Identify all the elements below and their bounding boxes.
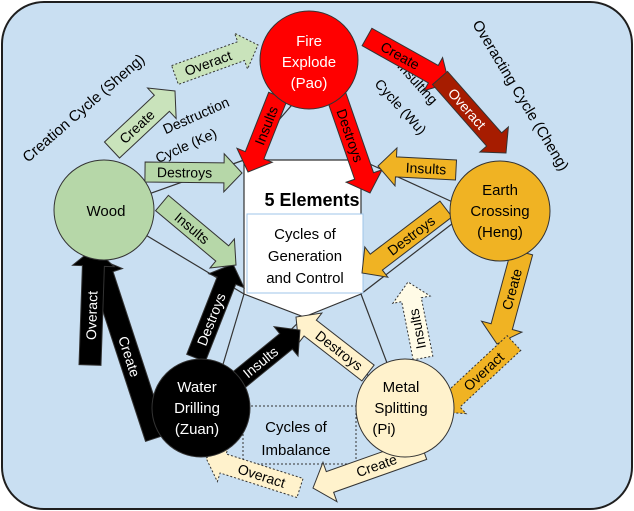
create-arrow-wood-fire-shape — [103, 87, 177, 159]
diagram-title: 5 Elements — [264, 190, 359, 210]
destroys-arrow-metal-shape — [295, 312, 375, 382]
destroys-arrow-wood-shape — [144, 152, 243, 194]
center-note-line: Cycles of — [274, 226, 337, 243]
destroys-arrow-fire-shape — [325, 91, 384, 194]
imbalance-note-line: Cycles of — [265, 419, 328, 436]
metal-label: Splitting — [374, 400, 427, 417]
insults-arrow-earth-label: Insults — [405, 159, 446, 177]
water-label: (Zuan) — [175, 421, 219, 438]
overact-arrow-water-wood-label: Overact — [83, 291, 101, 341]
insults-arrow-water-shape — [227, 325, 301, 392]
earth-label: Earth — [482, 182, 518, 199]
create-arrow-earth-metal-shape — [480, 248, 534, 345]
wood-label: Wood — [87, 203, 126, 220]
metal-circle — [355, 358, 455, 458]
water-label: Drilling — [174, 400, 220, 417]
destroys-arrow-wood: Destroys — [144, 152, 243, 194]
insults-arrow-fire-shape — [235, 91, 288, 173]
insults-arrow-earth-shape — [377, 146, 458, 188]
water-label: Water — [177, 379, 216, 396]
fire-label: (Pao) — [291, 75, 328, 92]
destroys-arrow-earth-shape — [361, 200, 453, 278]
element-wood: Wood — [53, 159, 155, 261]
insults-arrow-metal-shape — [391, 281, 434, 361]
element-metal: Metal Splitting (Pi) — [355, 358, 455, 458]
insults-arrow-earth: Insults — [377, 146, 458, 188]
destroys-arrow-water-shape — [186, 263, 246, 363]
wood-circle — [53, 159, 155, 261]
element-fire: Fire Explode (Pao) — [259, 10, 359, 110]
center-note: Cycles of Generation and Control — [266, 226, 344, 287]
element-earth: Earth Crossing (Heng) — [449, 160, 551, 262]
earth-label: Crossing — [470, 203, 529, 220]
overact-arrow-fire-earth-shape — [431, 70, 509, 154]
earth-label: (Heng) — [477, 224, 523, 241]
center-note-box — [246, 213, 364, 294]
insults-arrow-wood-shape — [154, 194, 237, 269]
insults-arrow-metal: Insults — [391, 281, 434, 361]
water-circle — [151, 358, 251, 458]
imbalance-note-line: Imbalance — [261, 442, 330, 459]
center-note-line: and Control — [266, 270, 344, 287]
metal-label: Metal — [383, 379, 420, 396]
fire-circle — [259, 10, 359, 110]
element-water: Water Drilling (Zuan) — [151, 358, 251, 458]
imbalance-note-box — [242, 405, 357, 465]
destroys-arrow-wood-label: Destroys — [157, 164, 212, 181]
overact-arrow-earth-metal-shape — [439, 334, 522, 415]
metal-label: (Pi) — [372, 421, 395, 438]
fire-label: Explode — [282, 54, 336, 71]
overact-arrow-wood-fire-shape — [170, 32, 259, 86]
earth-circle — [449, 160, 551, 262]
insults-arrow-metal-label: Insults — [405, 307, 429, 350]
fire-label: Fire — [296, 33, 322, 50]
imbalance-note: Cycles of Imbalance — [261, 419, 330, 459]
center-note-line: Generation — [268, 248, 342, 265]
